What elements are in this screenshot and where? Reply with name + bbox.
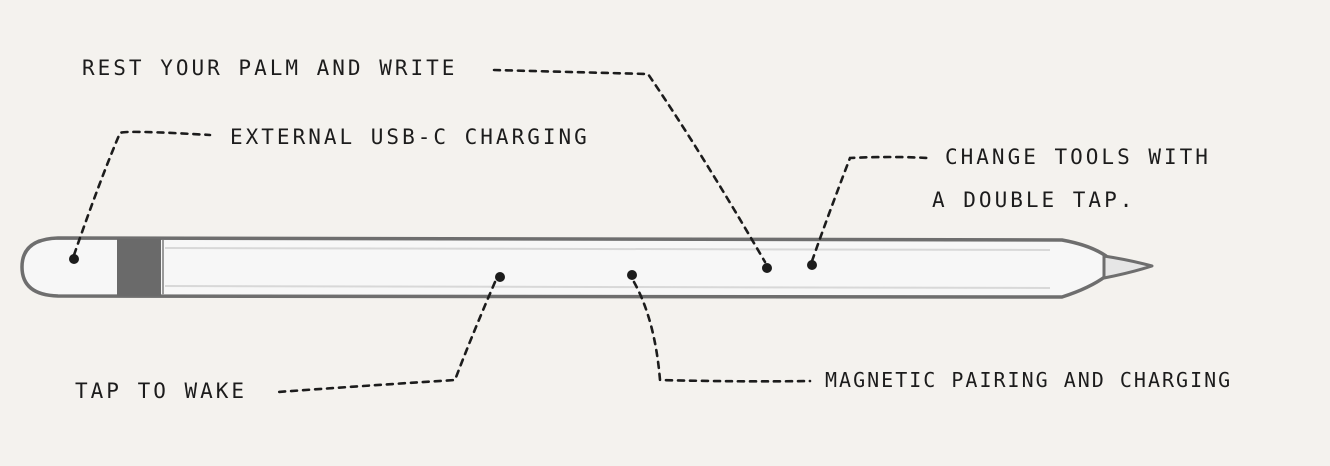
dot-external-charging xyxy=(69,254,79,264)
label-external-charging: EXTERNAL USB-C CHARGING xyxy=(230,125,590,149)
dot-change-tools xyxy=(807,260,817,270)
leader-tap-to-wake xyxy=(276,280,497,394)
dot-magnetic-pairing xyxy=(627,270,637,280)
dot-rest-palm xyxy=(762,263,772,273)
label-rest-palm: REST YOUR PALM AND WRITE xyxy=(82,56,458,80)
label-change-tools-line2: A DOUBLE TAP. xyxy=(932,188,1136,212)
label-magnetic-pairing: MAGNETIC PAIRING AND CHARGING xyxy=(825,368,1233,392)
label-tap-to-wake: TAP TO WAKE xyxy=(75,379,248,403)
leader-change-tools xyxy=(810,155,930,263)
leader-magnetic-pairing xyxy=(632,280,812,383)
pencil-body-shading xyxy=(164,247,1051,289)
leader-rest-palm xyxy=(492,68,767,264)
dot-tap-to-wake xyxy=(495,272,505,282)
leader-lines xyxy=(72,68,930,394)
charging-band xyxy=(117,239,161,296)
pencil xyxy=(20,236,1154,299)
pencil-body xyxy=(20,236,1108,299)
callout-dots xyxy=(69,254,817,282)
pencil-tip xyxy=(1102,254,1154,280)
leader-external-charging xyxy=(72,130,212,257)
label-change-tools-line1: CHANGE TOOLS WITH xyxy=(945,145,1211,169)
